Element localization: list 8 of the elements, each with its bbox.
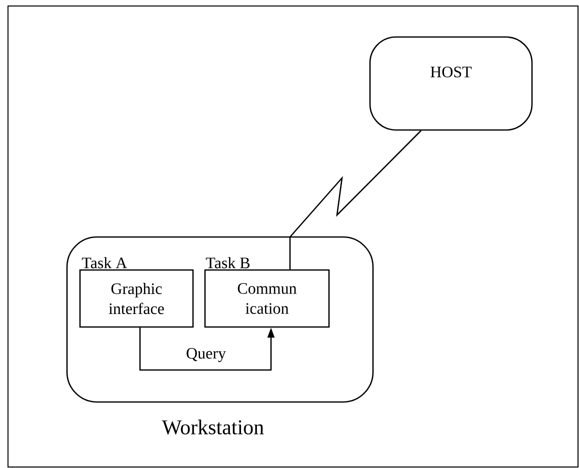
task-label: Task A [82,257,128,268]
task-box: Commun ication [204,269,330,328]
edge-label: Query [185,346,227,364]
host-box: HOST [369,36,533,131]
task-box: Graphic interface [79,269,194,328]
lightning-link [289,130,422,270]
workstation-label: Workstation [162,420,264,435]
task-label: Task B [206,257,250,268]
